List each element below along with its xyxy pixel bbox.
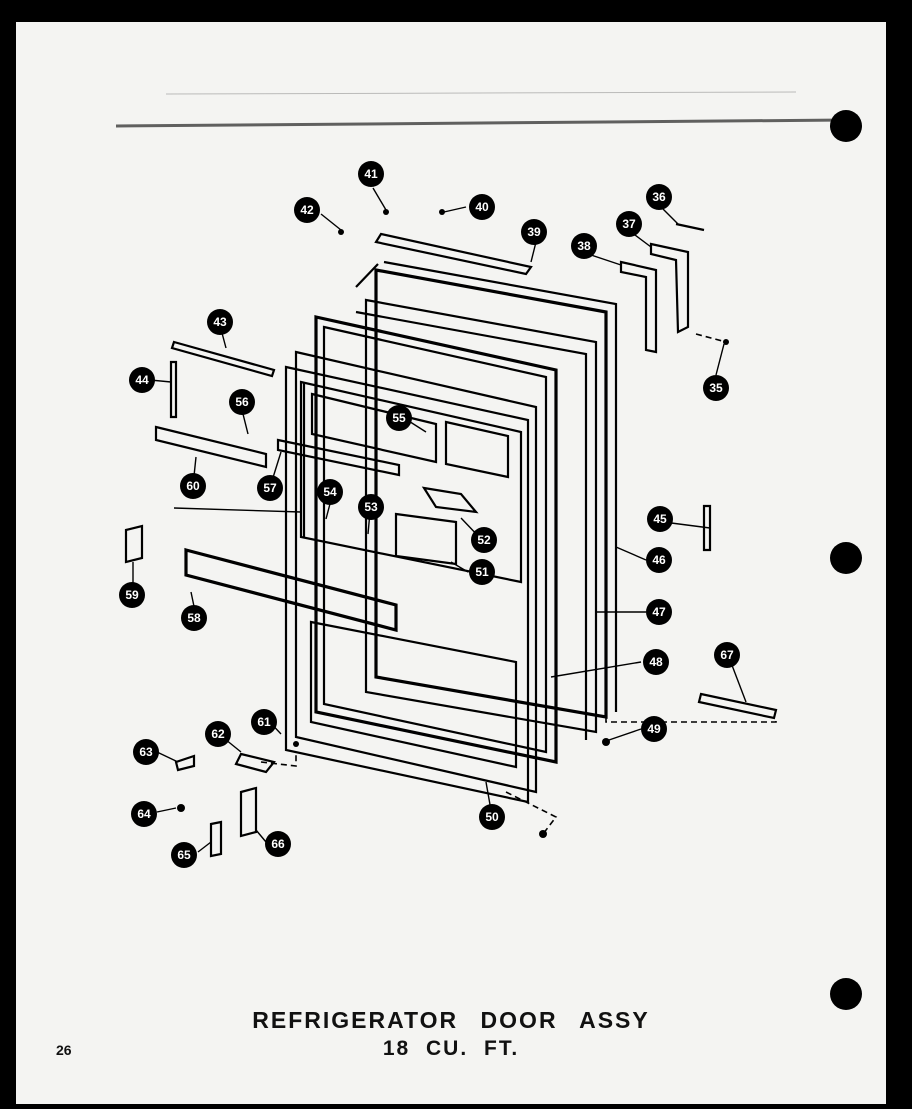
svg-text:61: 61	[257, 715, 271, 729]
callout-55: 55	[386, 405, 412, 431]
callout-49: 49	[641, 716, 667, 742]
svg-text:58: 58	[187, 611, 201, 625]
svg-text:36: 36	[652, 190, 666, 204]
callout-65: 65	[171, 842, 197, 868]
svg-text:63: 63	[139, 745, 153, 759]
svg-text:52: 52	[477, 533, 491, 547]
svg-text:56: 56	[235, 395, 249, 409]
svg-text:60: 60	[186, 479, 200, 493]
svg-text:35: 35	[709, 381, 723, 395]
svg-text:64: 64	[137, 807, 151, 821]
svg-text:37: 37	[622, 217, 636, 231]
callout-60: 60	[180, 473, 206, 499]
callout-56: 56	[229, 389, 255, 415]
svg-text:53: 53	[364, 500, 378, 514]
callout-58: 58	[181, 605, 207, 631]
callout-42: 42	[294, 197, 320, 223]
punch-hole	[830, 542, 862, 574]
callout-52: 52	[471, 527, 497, 553]
callout-39: 39	[521, 219, 547, 245]
svg-text:65: 65	[177, 848, 191, 862]
callout-bubbles: 35 36 37 38 39 40 41 42 43 44 45 46 47 4…	[119, 161, 740, 868]
svg-text:66: 66	[271, 837, 285, 851]
page-number: 26	[56, 1042, 72, 1058]
svg-text:62: 62	[211, 727, 225, 741]
svg-text:59: 59	[125, 588, 139, 602]
callout-45: 45	[647, 506, 673, 532]
assembly-dashes	[260, 333, 777, 835]
callout-51: 51	[469, 559, 495, 585]
callout-41: 41	[358, 161, 384, 187]
callout-53: 53	[358, 494, 384, 520]
parts-diagram-sheet: 35 36 37 38 39 40 41 42 43 44 45 46 47 4…	[16, 22, 886, 1104]
callout-38: 38	[571, 233, 597, 259]
callout-61: 61	[251, 709, 277, 735]
callout-62: 62	[205, 721, 231, 747]
svg-text:49: 49	[647, 722, 661, 736]
callout-47: 47	[646, 599, 672, 625]
door-outer-panel	[355, 260, 618, 740]
callout-63: 63	[133, 739, 159, 765]
callout-67: 67	[714, 642, 740, 668]
svg-text:48: 48	[649, 655, 663, 669]
bottom-hinge-parts	[174, 209, 729, 858]
callout-57: 57	[257, 475, 283, 501]
callout-50: 50	[479, 804, 505, 830]
svg-text:54: 54	[323, 485, 337, 499]
svg-text:38: 38	[577, 239, 591, 253]
svg-text:40: 40	[475, 200, 489, 214]
svg-text:42: 42	[300, 203, 314, 217]
svg-text:51: 51	[475, 565, 489, 579]
hinge-brackets	[374, 222, 778, 720]
callout-54: 54	[317, 479, 343, 505]
exploded-view-diagram: 35 36 37 38 39 40 41 42 43 44 45 46 47 4…	[115, 91, 862, 1010]
callout-64: 64	[131, 801, 157, 827]
svg-text:47: 47	[652, 605, 666, 619]
svg-text:57: 57	[263, 481, 277, 495]
svg-text:43: 43	[213, 315, 227, 329]
svg-text:55: 55	[392, 411, 406, 425]
callout-48: 48	[643, 649, 669, 675]
callout-44: 44	[129, 367, 155, 393]
punch-hole	[830, 110, 862, 142]
svg-text:39: 39	[527, 225, 541, 239]
callout-35: 35	[703, 375, 729, 401]
callout-59: 59	[119, 582, 145, 608]
door-liner	[284, 315, 558, 804]
callout-46: 46	[646, 547, 672, 573]
scan-artifacts	[115, 91, 862, 1010]
svg-text:67: 67	[720, 648, 734, 662]
door-shelves	[124, 340, 479, 633]
svg-text:50: 50	[485, 810, 499, 824]
svg-text:44: 44	[135, 373, 149, 387]
svg-text:46: 46	[652, 553, 666, 567]
callout-40: 40	[469, 194, 495, 220]
callout-36: 36	[646, 184, 672, 210]
callout-66: 66	[265, 831, 291, 857]
punch-hole	[830, 978, 862, 1010]
svg-text:41: 41	[364, 167, 378, 181]
svg-text:45: 45	[653, 512, 667, 526]
diagram-title: REFRIGERATOR DOOR ASSY	[252, 1007, 650, 1033]
callout-43: 43	[207, 309, 233, 335]
callout-37: 37	[616, 211, 642, 237]
diagram-subtitle: 18 CU. FT.	[382, 1037, 520, 1060]
